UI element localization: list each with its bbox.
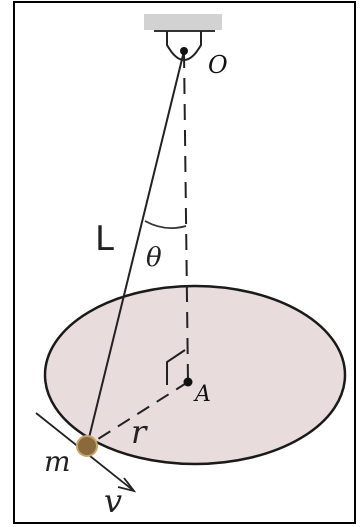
angle-arc [144, 220, 187, 230]
center-point [183, 377, 193, 387]
ceiling-support [144, 14, 222, 30]
length-label: L [95, 219, 114, 259]
radius-dashed-line [86, 381, 189, 447]
diagram-border [13, 1, 356, 524]
mass-label: m [44, 445, 71, 478]
pendulum-string [86, 50, 185, 447]
radius-label: r [131, 413, 148, 451]
circular-path-disk [43, 284, 347, 466]
right-angle-marker [166, 349, 186, 385]
pivot-label: O [208, 51, 228, 79]
vertical-axis-dashed [183, 51, 189, 383]
velocity-arrowhead [117, 477, 137, 493]
velocity-label: v [104, 482, 122, 520]
angle-label: θ [146, 243, 162, 273]
center-label: A [193, 382, 211, 407]
pendulum-bob [76, 435, 98, 457]
pivot-point [180, 47, 188, 55]
